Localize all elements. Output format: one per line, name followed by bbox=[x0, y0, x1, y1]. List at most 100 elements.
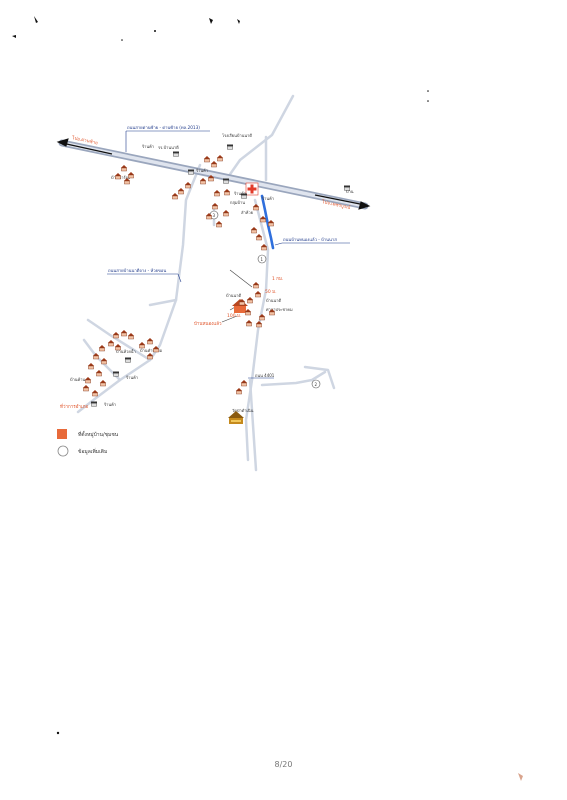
marker-numbers: 3 1 2 bbox=[213, 213, 318, 387]
house-icon bbox=[152, 346, 160, 353]
legend-label-2: ข้อมูลเพิ่มเติม bbox=[78, 448, 107, 455]
house-icon bbox=[91, 390, 99, 397]
house-icon bbox=[138, 342, 146, 349]
marker-1-circle bbox=[257, 254, 267, 264]
sw-label-2: ร้านค้า bbox=[126, 375, 138, 380]
road-east-spur bbox=[260, 370, 327, 387]
house-icon bbox=[146, 353, 154, 360]
house-icon bbox=[98, 345, 106, 352]
north-school-label: รร.บ้านนาดี bbox=[158, 145, 179, 150]
house-icon bbox=[240, 380, 248, 387]
direction-arrows bbox=[56, 138, 371, 210]
road-number-label: ถนน 4401 bbox=[255, 373, 275, 378]
central-shop-label: ร้านค้า bbox=[234, 191, 246, 196]
house-icon bbox=[254, 291, 262, 298]
distance-3-label: 50 ม. bbox=[265, 289, 277, 295]
village-building-1-label: บ้านนาดี bbox=[266, 298, 282, 303]
sw-label-5: ที่ว่าการอำเภอ bbox=[60, 403, 88, 410]
scan-specks bbox=[12, 16, 523, 781]
houses bbox=[82, 155, 276, 397]
local-road-west-label: ถนนสายบ้านนาดีจาง - ห้วยขอน bbox=[108, 268, 166, 273]
road-west-main bbox=[76, 163, 202, 414]
house-icon bbox=[216, 155, 224, 162]
house-icon bbox=[184, 182, 192, 189]
house-icon bbox=[123, 178, 131, 185]
legend-circle-icon bbox=[57, 445, 69, 457]
road-west-spur bbox=[148, 298, 178, 307]
arrow-right-icon bbox=[358, 201, 371, 210]
house-icon bbox=[255, 234, 263, 241]
road-far-east bbox=[303, 365, 336, 390]
house-icon bbox=[268, 309, 276, 316]
house-icon bbox=[244, 309, 252, 316]
road-sw-branch-1 bbox=[86, 318, 152, 362]
house-icon bbox=[114, 344, 122, 351]
legend-label-1: ที่ตั้งหมู่บ้าน/ชุมชน bbox=[78, 429, 119, 438]
sw-label-3: บ้านคำป่าก่อ bbox=[140, 348, 163, 353]
shop-icon bbox=[241, 193, 247, 199]
shop-icon bbox=[173, 151, 179, 157]
markers bbox=[209, 210, 321, 389]
house-icon bbox=[107, 340, 115, 347]
sw-label-4: บ้านค้าน bbox=[70, 377, 85, 382]
east-shop-label: ร้านค้า bbox=[262, 196, 274, 201]
house-icon bbox=[114, 173, 122, 180]
shop-icon bbox=[344, 185, 350, 191]
house-icon bbox=[238, 299, 246, 306]
road-labels: ไปอ.ด่านซ้าย ไปจ.เพชรบูรณ์ ถนนสายด่านซ้า… bbox=[71, 125, 351, 378]
legend: ที่ตั้งหมู่บ้าน/ชุมชน ข้อมูลเพิ่มเติม bbox=[57, 429, 119, 457]
house-icon bbox=[210, 161, 218, 168]
village-building-2-label: ศาลาประชาคม bbox=[266, 307, 293, 312]
house-icon bbox=[215, 221, 223, 228]
highway bbox=[58, 139, 369, 210]
marker-2-number: 2 bbox=[315, 382, 318, 387]
legend-square-icon bbox=[57, 429, 67, 439]
house-icon bbox=[211, 203, 219, 210]
house-icon bbox=[207, 175, 215, 182]
shop-icon bbox=[125, 357, 131, 363]
village-center-label: บ้านนาดี bbox=[226, 293, 242, 298]
marker-3-number: 3 bbox=[213, 213, 216, 218]
far-east-label: บ้าน bbox=[346, 189, 354, 194]
house-icon bbox=[84, 377, 92, 384]
house-icon bbox=[255, 321, 263, 328]
house-icon bbox=[82, 385, 90, 392]
local-road-east-label: ถนนบ้านหนองแล้ว - บ้านนาส bbox=[283, 237, 337, 242]
distance-1-label: 1 กม. bbox=[272, 276, 283, 282]
shop-icon bbox=[113, 371, 119, 377]
house-icon bbox=[127, 172, 135, 179]
central-label: กลุ่มบ้าน bbox=[230, 200, 245, 206]
road-central-south bbox=[244, 198, 270, 462]
house-icon bbox=[260, 244, 268, 251]
arrow-left-icon bbox=[56, 138, 69, 147]
west-shop-label: ร้านค้า bbox=[142, 144, 154, 149]
hospital-icon bbox=[245, 182, 259, 196]
house-icon bbox=[203, 156, 211, 163]
house-icon bbox=[171, 193, 179, 200]
highway-left-destination-label: ไปอ.ด่านซ้าย bbox=[71, 135, 99, 147]
junction-shop-label: ร้านค้า bbox=[196, 168, 208, 173]
shop-icon bbox=[188, 169, 194, 175]
house-icon bbox=[246, 297, 254, 304]
house-icon bbox=[177, 188, 185, 195]
house-icon bbox=[120, 165, 128, 172]
highway-name-label: ถนนสายด่านซ้าย - ด่านซ้าย (ทล.2013) bbox=[127, 125, 200, 130]
pointer-lines bbox=[107, 130, 350, 379]
house-icon bbox=[95, 370, 103, 377]
house-icon bbox=[146, 338, 154, 345]
shop-icon bbox=[91, 401, 97, 407]
house-icon bbox=[245, 320, 253, 327]
house-icon bbox=[252, 204, 260, 211]
road-north-branch bbox=[224, 94, 295, 182]
house-icon bbox=[127, 333, 135, 340]
distance-2-label: 100 ม. bbox=[227, 313, 241, 319]
house-icon bbox=[259, 216, 267, 223]
marker-1-number: 1 bbox=[261, 257, 264, 262]
house-icon bbox=[92, 353, 100, 360]
house-icon bbox=[235, 388, 243, 395]
house-icon bbox=[112, 332, 120, 339]
temple-icon bbox=[228, 411, 244, 424]
shops bbox=[91, 144, 350, 407]
sw-shop-label: ร้านค้า bbox=[104, 402, 116, 407]
house-icon bbox=[100, 358, 108, 365]
